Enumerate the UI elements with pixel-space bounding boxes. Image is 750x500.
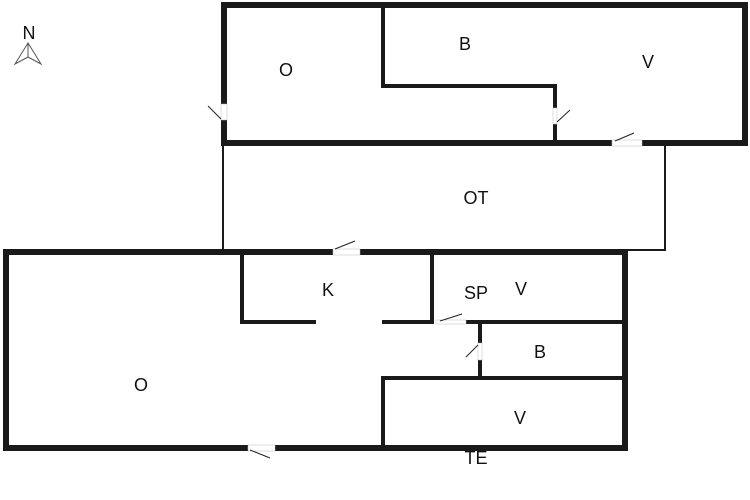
door-upper-west	[207, 103, 228, 121]
door-upper-v	[552, 107, 571, 125]
upper-block-walls	[221, 2, 748, 146]
door-sp	[435, 313, 467, 325]
room-label-upper-b: B	[459, 34, 471, 54]
door-b	[465, 342, 483, 361]
room-label-sp-v: V	[515, 279, 527, 299]
room-label-lower-o: O	[134, 375, 148, 395]
room-label-upper-o: O	[279, 60, 293, 80]
lower-block-walls	[3, 249, 628, 451]
door-ot-v	[611, 132, 643, 147]
room-label-k: K	[322, 280, 334, 300]
door-entrance	[247, 444, 276, 459]
compass-label: N	[23, 23, 36, 43]
room-label-sp: SP	[464, 283, 488, 303]
room-label-te: TE	[464, 448, 487, 468]
room-label-lower-v: V	[514, 408, 526, 428]
room-label-ot: OT	[464, 188, 489, 208]
room-label-lower-b: B	[534, 342, 546, 362]
room-label-upper-v: V	[642, 52, 654, 72]
ot-walls	[222, 142, 666, 251]
north-arrow-icon	[13, 42, 43, 66]
door-ot-lower	[332, 240, 361, 256]
